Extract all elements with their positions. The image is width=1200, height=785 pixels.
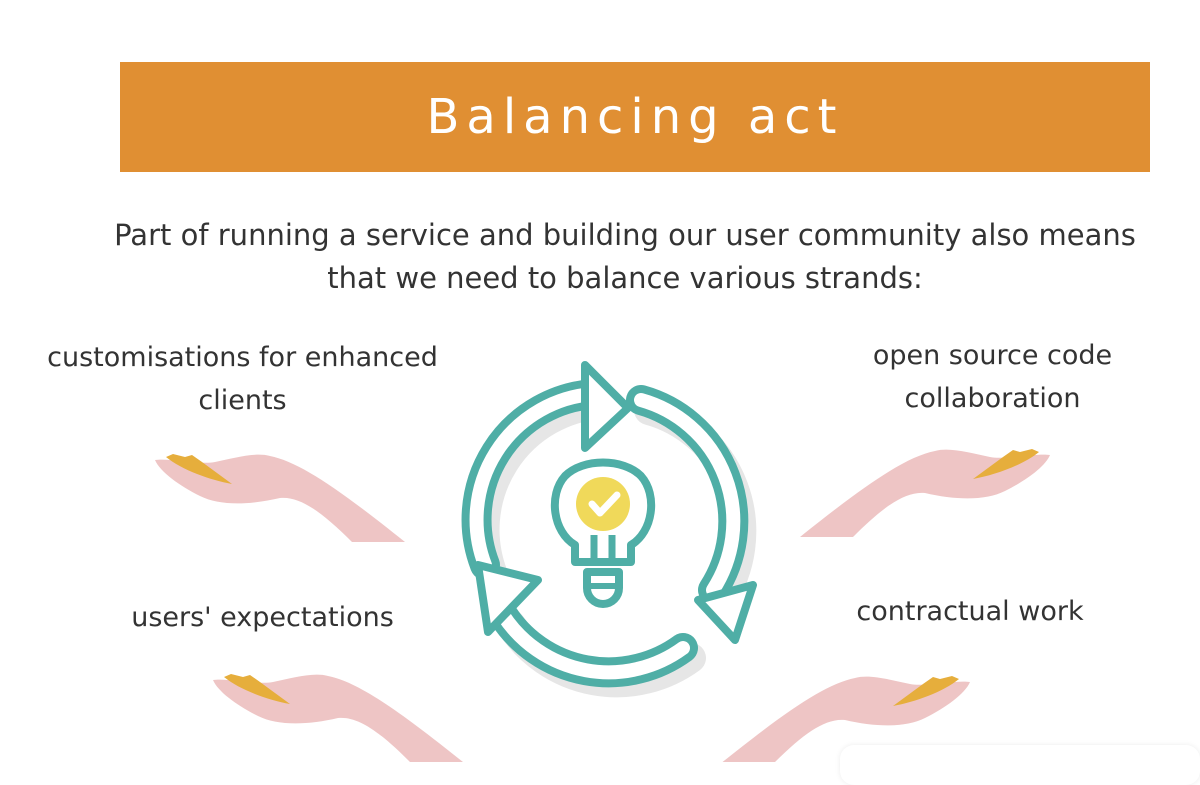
- intro-text: Part of running a service and building o…: [114, 218, 1136, 295]
- floating-card: [840, 745, 1200, 785]
- cycle-arrows-icon: [461, 361, 757, 698]
- hand-icon-bottom-left: [213, 674, 463, 762]
- page-title: Balancing act: [426, 89, 844, 145]
- strand-customisations: customisations for enhanced clients: [47, 342, 438, 416]
- hand-icon-top-right: [800, 449, 1050, 537]
- strand-users-expectations: users' expectations: [131, 602, 394, 633]
- illustration: [155, 361, 1050, 762]
- lightbulb-icon: [550, 458, 656, 608]
- strand-contractual-work: contractual work: [856, 596, 1084, 627]
- strand-open-source: open source code collaboration: [872, 340, 1113, 414]
- title-banner: Balancing act: [120, 62, 1150, 172]
- hand-icon-top-left: [155, 454, 405, 542]
